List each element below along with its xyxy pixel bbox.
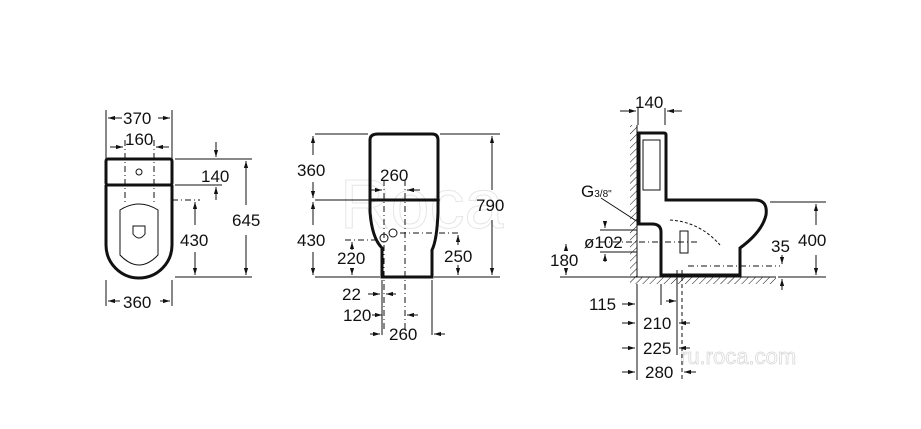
dim-210: 210	[643, 314, 671, 333]
url-watermark: ru.roca.com	[680, 344, 796, 369]
dim-400: 400	[798, 231, 826, 250]
top-view: 370 160 140 430 645 360	[104, 109, 260, 312]
dim-250: 250	[444, 247, 472, 266]
front-view: 360 260 790 430 220 250 22 120 260	[297, 132, 504, 344]
dim-180: 180	[550, 251, 578, 270]
thread-fraction: 3/8"	[594, 189, 612, 200]
inlet-thread-label: G3/8"	[581, 182, 612, 201]
dim-22: 22	[342, 285, 361, 304]
dim-225: 225	[643, 339, 671, 358]
dim-115: 115	[589, 295, 616, 314]
dim-35: 35	[771, 237, 790, 256]
dim-220: 220	[337, 249, 365, 268]
dim-280: 280	[645, 363, 673, 382]
dim-diameter-102: ø102	[584, 233, 623, 252]
side-view: 140 G3/8" ø102 180 35 400 115 210 225 28…	[550, 93, 826, 382]
dim-360: 360	[123, 293, 151, 312]
thread-g: G	[581, 182, 594, 201]
dim-370: 370	[123, 109, 151, 128]
dim-430: 430	[180, 231, 208, 250]
dim-790: 790	[476, 196, 504, 215]
dim-140: 140	[201, 167, 229, 186]
dim-base-260: 260	[389, 325, 417, 344]
dim-160: 160	[125, 130, 153, 149]
dim-inlet-260: 260	[380, 166, 408, 185]
dim-bowl-430: 430	[297, 231, 325, 250]
dim-120: 120	[343, 306, 371, 325]
dim-side-140: 140	[635, 93, 663, 112]
dim-645: 645	[232, 211, 260, 230]
dim-tank-360: 360	[297, 161, 325, 180]
brand-watermark: Roca	[340, 165, 503, 243]
